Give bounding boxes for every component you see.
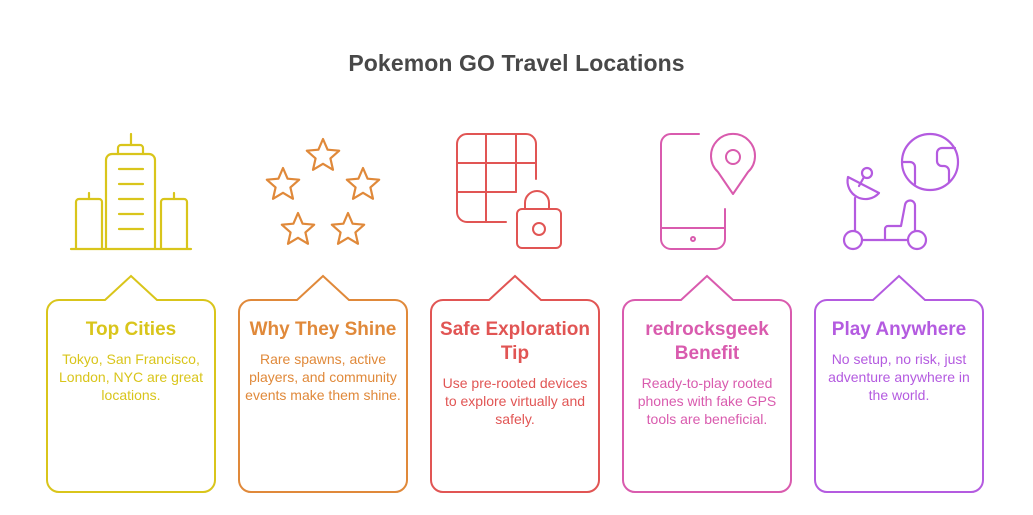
five-stars-icon [265,137,381,245]
page-title: Pokemon GO Travel Locations [348,50,685,76]
card-column-play-anywhere: Play Anywhere No setup, no risk, just ad… [803,0,995,515]
card-description: Tokyo, San Francisco, London, NYC are gr… [59,351,203,403]
card-content: redrocksgeek Benefit Ready-to-play roote… [627,318,787,428]
card-title: Why They Shine [249,319,397,340]
card-title: Safe Exploration Tip [440,319,590,364]
card-column-redrocksgeek-benefit: redrocksgeek Benefit Ready-to-play roote… [611,0,803,515]
card-frame [430,274,600,493]
card-title: Top Cities [85,319,177,340]
card-column-top-cities: Top Cities Tokyo, San Francisco, London,… [35,0,227,515]
card-column-safe-exploration-tip: Safe Exploration Tip Use pre-rooted devi… [419,0,611,515]
card-content: Why They Shine Rare spawns, active playe… [243,318,403,404]
card-frame [238,274,408,493]
city-buildings-icon [69,132,193,251]
card-description: Use pre-rooted devices to explore virtua… [442,375,588,427]
card-description: No setup, no risk, just adventure anywhe… [828,351,970,403]
card-content: Top Cities Tokyo, San Francisco, London,… [51,318,211,404]
card-description: Ready-to-play rooted phones with fake GP… [637,375,777,427]
card-content: Play Anywhere No setup, no risk, just ad… [819,318,979,404]
card-frame [814,274,984,493]
card-frame [622,274,792,493]
card-column-why-they-shine: Why They Shine Rare spawns, active playe… [227,0,419,515]
card-content: Safe Exploration Tip Use pre-rooted devi… [435,318,595,428]
card-frame [46,274,216,493]
card-title: Play Anywhere [831,319,967,340]
map-grid-lock-icon [456,133,562,249]
card-description: Rare spawns, active players, and communi… [245,351,401,403]
card-title: redrocksgeek Benefit [645,319,769,364]
phone-location-pin-icon [660,132,756,250]
rover-globe-icon [842,132,960,251]
